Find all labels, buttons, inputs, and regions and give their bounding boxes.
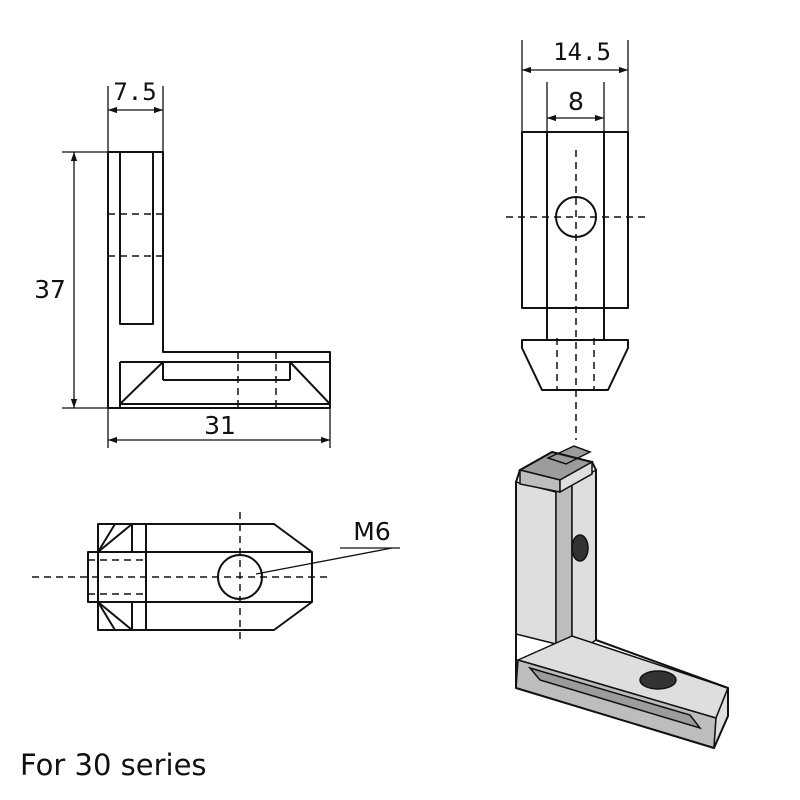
side-view: 7.5 37 31 — [34, 78, 331, 448]
dimension-length: 31 — [204, 411, 236, 440]
dimension-total-width: 14.5 — [553, 38, 611, 66]
thread-label: M6 — [353, 517, 390, 546]
caption: For 30 series — [20, 748, 207, 782]
isometric-view — [515, 445, 729, 749]
top-view: M6 — [32, 512, 400, 642]
vertical-arm-slot — [119, 151, 154, 325]
front-view-outer — [521, 131, 629, 309]
dimension-slot-width: 8 — [568, 87, 584, 116]
dimension-side-width: 7.5 — [113, 78, 156, 106]
dimension-height: 37 — [34, 275, 66, 304]
front-view: 14.5 8 — [506, 38, 645, 440]
